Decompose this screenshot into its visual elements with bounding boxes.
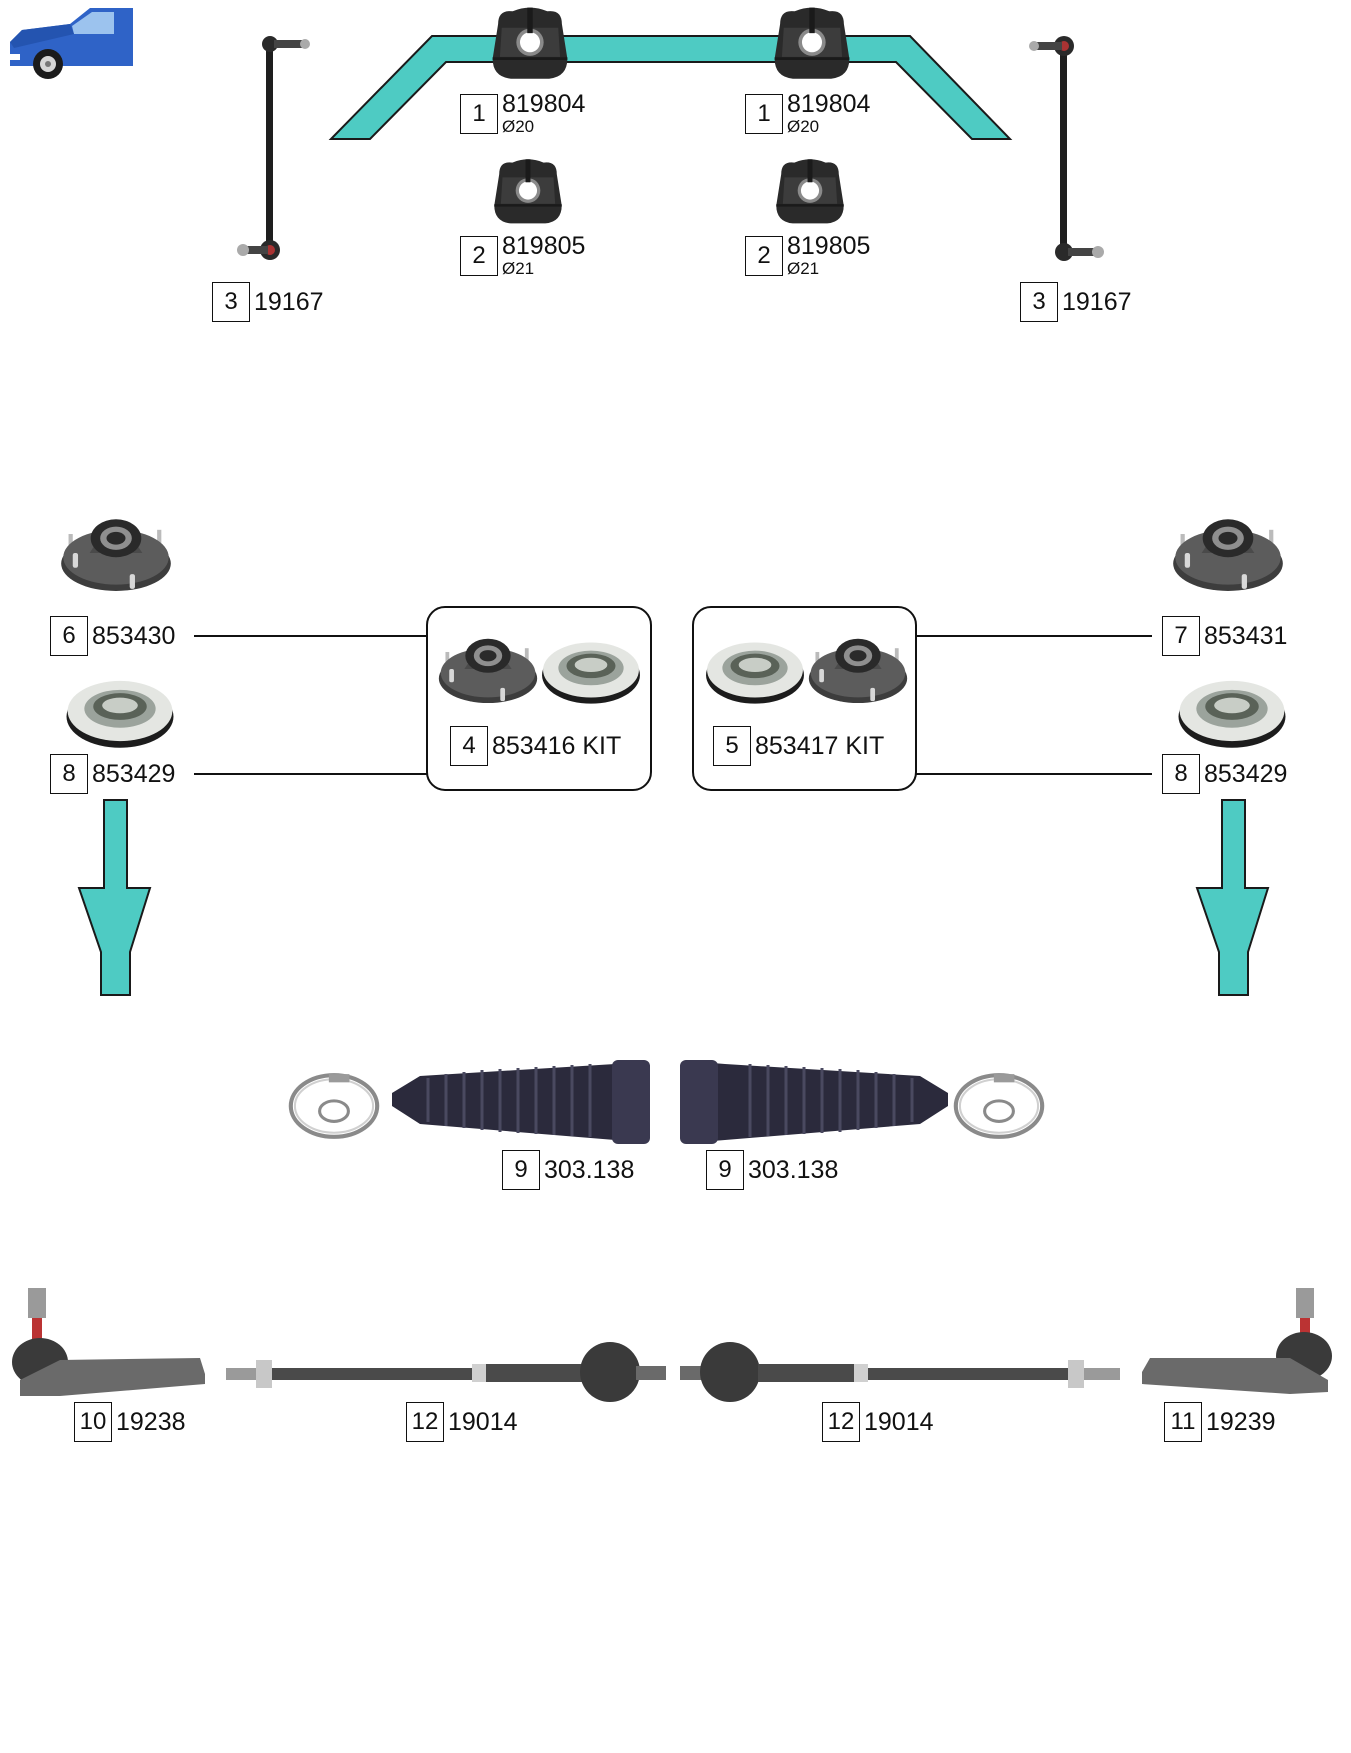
part-number-box: 1: [745, 93, 783, 134]
part-number-box: 9: [706, 1150, 744, 1190]
label-part-4-kit: 4 853416 KIT: [450, 726, 621, 766]
part-code: 853430: [92, 621, 176, 650]
part-code: 819804: [502, 90, 586, 118]
part-number-box: 7: [1162, 616, 1200, 656]
label-part-6: 6 853430: [50, 616, 175, 656]
bar-bushing-alt-left: [492, 157, 564, 225]
part-number-box: 12: [822, 1402, 860, 1442]
arrow-down-right: [1195, 799, 1270, 996]
part-number-box: 8: [1162, 754, 1200, 794]
steering-boot-right: [680, 1060, 948, 1144]
part-diameter: Ø20: [787, 117, 820, 136]
part-number-box: 1: [460, 93, 498, 134]
part-code: 19014: [448, 1407, 518, 1436]
part-code: 19239: [1206, 1407, 1276, 1436]
leader-lines: [194, 635, 1152, 775]
label-part-9-left: 9 303.138: [502, 1150, 634, 1190]
inner-tie-rod-right: [680, 1342, 1120, 1402]
part-code: 853429: [1204, 759, 1288, 788]
part-number-box: 6: [50, 616, 88, 656]
car-icon: [10, 8, 133, 79]
part-code: 19167: [1062, 287, 1132, 316]
part-code: 853417 KIT: [755, 731, 885, 760]
part-number-box: 8: [50, 754, 88, 794]
arrow-down-left: [77, 799, 152, 996]
label-part-3-right: 3 19167: [1020, 282, 1132, 322]
part-code: 19167: [254, 287, 324, 316]
label-part-5-kit: 5 853417 KIT: [713, 726, 884, 766]
label-part-7: 7 853431: [1162, 616, 1287, 656]
part-code: 853416 KIT: [492, 731, 622, 760]
part-code: 853429: [92, 759, 176, 788]
inner-tie-rod-left: [226, 1342, 666, 1402]
tie-rod-end-right: [1142, 1288, 1332, 1394]
part-number-box: 9: [502, 1150, 540, 1190]
steering-boot-left: [392, 1060, 650, 1144]
label-part-12-left: 12 19014: [406, 1402, 518, 1442]
part-number-box: 12: [406, 1402, 444, 1442]
part-code: 853431: [1204, 621, 1288, 650]
label-part-8-left: 8 853429: [50, 754, 175, 794]
part-code: 819805: [502, 232, 586, 260]
strut-mount-left: [61, 519, 171, 591]
part-number-box: 11: [1164, 1402, 1202, 1442]
bar-bushing-alt-right: [774, 157, 846, 225]
boot-clamps-left: [291, 1074, 377, 1137]
part-diameter: Ø21: [787, 259, 820, 278]
part-number-box: 4: [450, 726, 488, 766]
label-part-12-right: 12 19014: [822, 1402, 934, 1442]
label-part-3-left: 3 19167: [212, 282, 324, 322]
part-code: 19014: [864, 1407, 934, 1436]
strut-mount-right: [1173, 519, 1283, 591]
part-code: 819805: [787, 232, 871, 260]
bar-bushing-right: [773, 6, 851, 81]
label-part-9-right: 9 303.138: [706, 1150, 838, 1190]
kit-right-bearing: [706, 642, 804, 704]
label-part-10: 10 19238: [74, 1402, 186, 1442]
part-number-box: 10: [74, 1402, 112, 1442]
part-diameter: Ø21: [502, 259, 535, 278]
stabilizer-link-right: [1029, 36, 1104, 261]
bar-bushing-left: [491, 6, 569, 81]
kit-left-bearing: [542, 642, 640, 704]
strut-bearing-right: [1178, 680, 1286, 748]
part-code: 19238: [116, 1407, 186, 1436]
part-diameter: Ø20: [502, 117, 535, 136]
strut-bearing-left: [66, 680, 174, 748]
stabilizer-link-left: [237, 36, 310, 260]
stabilizer-bar: [328, 35, 1013, 140]
tie-rod-end-left: [12, 1288, 205, 1396]
part-number-box: 5: [713, 726, 751, 766]
part-number-box: 2: [745, 235, 783, 276]
part-number-box: 3: [1020, 282, 1058, 322]
part-code: 819804: [787, 90, 871, 118]
part-number-box: 2: [460, 235, 498, 276]
label-part-8-right: 8 853429: [1162, 754, 1287, 794]
boot-clamps-right: [956, 1074, 1042, 1137]
part-code: 303.138: [748, 1155, 839, 1184]
label-part-11: 11 19239: [1164, 1402, 1276, 1442]
part-code: 303.138: [544, 1155, 635, 1184]
part-number-box: 3: [212, 282, 250, 322]
